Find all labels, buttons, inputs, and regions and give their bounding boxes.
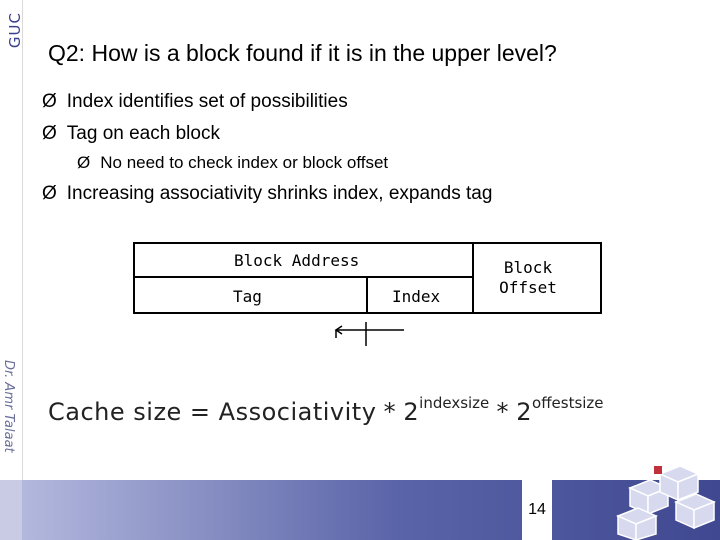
divider <box>366 277 368 314</box>
guc-logo: GUC <box>2 4 24 60</box>
multiply-symbol: * <box>495 398 511 426</box>
formula-exponent-offset: offestsize <box>532 394 604 412</box>
block-offset-line1: Block <box>503 258 553 277</box>
block-offset-label: Block Offset <box>498 258 558 298</box>
sub-bullet-item: Ø No need to check index or block offset <box>77 153 388 173</box>
index-shrink-arrow-icon <box>334 322 404 346</box>
decorative-cubes-icon <box>616 465 716 540</box>
formula-lhs: Cache size = Associativity <box>48 398 377 426</box>
block-offset-line2: Offset <box>499 278 557 297</box>
tag-label: Tag <box>233 287 262 306</box>
bullet-arrow-icon: Ø <box>77 153 91 172</box>
bullet-arrow-icon: Ø <box>42 183 57 204</box>
block-address-label: Block Address <box>234 251 360 270</box>
footer-left-strip <box>0 480 22 540</box>
footer-bar <box>0 480 720 540</box>
cache-size-formula: Cache size = Associativity*2indexsize*2o… <box>48 394 604 426</box>
multiply-symbol: * <box>382 398 398 426</box>
divider <box>133 276 473 278</box>
bullet-text: Index identifies set of possibilities <box>66 91 348 112</box>
bullet-item: Ø Index identifies set of possibilities <box>42 91 348 113</box>
logo-text: GUC <box>6 12 24 49</box>
formula-base: 2 <box>516 398 533 426</box>
bullet-text: No need to check index or block offset <box>100 153 389 172</box>
slide-title: Q2: How is a block found if it is in the… <box>48 40 557 66</box>
author-label: Dr. Amr Talaat <box>1 360 16 453</box>
page-number: 14 <box>522 480 552 540</box>
formula-exponent-index: indexsize <box>419 394 490 412</box>
bullet-arrow-icon: Ø <box>42 91 57 112</box>
bullet-item: Ø Increasing associativity shrinks index… <box>42 183 492 205</box>
divider <box>472 242 474 314</box>
bullet-arrow-icon: Ø <box>42 123 57 144</box>
left-strip <box>0 0 23 540</box>
bullet-text: Tag on each block <box>66 123 220 144</box>
bullet-text: Increasing associativity shrinks index, … <box>66 183 493 204</box>
index-label: Index <box>392 287 441 306</box>
bullet-item: Ø Tag on each block <box>42 123 220 145</box>
formula-base: 2 <box>403 398 420 426</box>
